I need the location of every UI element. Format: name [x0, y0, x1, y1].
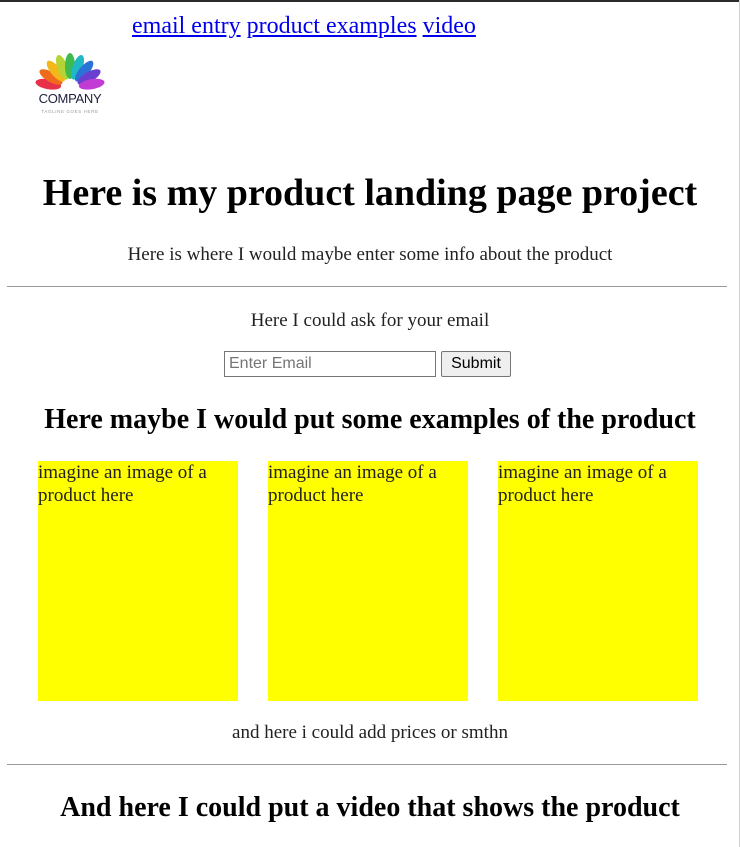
email-prompt-text: Here I could ask for your email [250, 310, 490, 331]
logo-tagline: TAGLINE GOES HERE [41, 109, 99, 114]
intro-text: Here is where I would maybe enter some i… [127, 244, 613, 265]
page-header: COMPANY TAGLINE GOES HERE email entry pr… [0, 0, 740, 140]
submit-button[interactable]: Submit [441, 351, 511, 377]
nav-link-email-entry[interactable]: email entry [132, 13, 241, 39]
examples-heading: Here maybe I would put some examples of … [44, 404, 696, 435]
nav-link-product-examples[interactable]: product examples [246, 13, 417, 39]
divider-bottom [7, 764, 727, 765]
flower-petals-logo-icon [35, 53, 105, 90]
logo-company-name: COMPANY [38, 91, 102, 106]
divider-top [7, 286, 727, 287]
nav-link-video[interactable]: video [422, 13, 476, 39]
product-card: imagine an image of a product here [498, 461, 698, 701]
product-card: imagine an image of a product here [38, 461, 238, 701]
product-card: imagine an image of a product here [268, 461, 468, 701]
prices-note: and here i could add prices or smthn [232, 722, 508, 743]
email-input[interactable] [224, 351, 436, 377]
nav-bar: email entry product examples video [132, 11, 476, 41]
company-logo: COMPANY TAGLINE GOES HERE [22, 36, 118, 120]
video-heading: And here I could put a video that shows … [60, 792, 680, 823]
window-top-border [0, 0, 740, 2]
page-title: Here is my product landing page project [42, 172, 698, 214]
